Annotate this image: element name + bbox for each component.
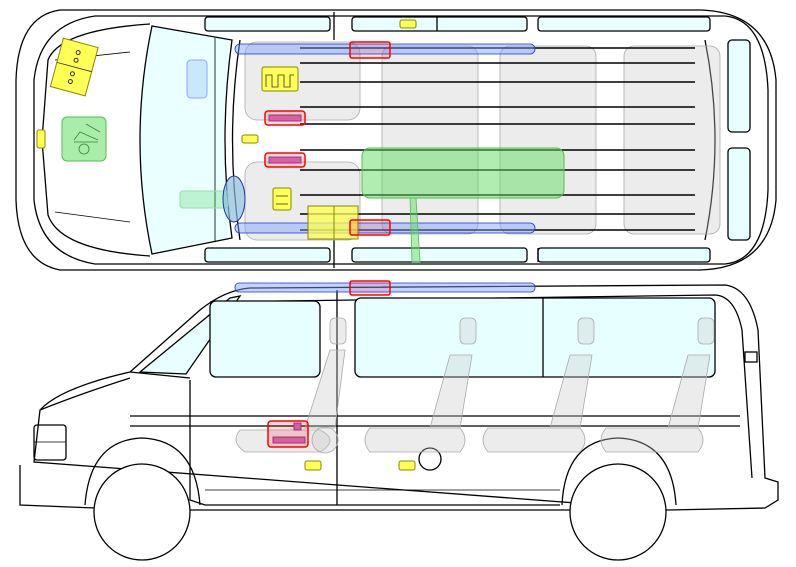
battery-fuse-module-icon xyxy=(49,37,99,97)
side-seat-row-3 xyxy=(482,354,593,453)
side-seat-row-2 xyxy=(364,354,473,453)
side-window-large xyxy=(354,297,716,378)
top-body-outline xyxy=(15,9,777,271)
engine-module-icon xyxy=(61,116,107,162)
side-body-inner xyxy=(189,294,753,506)
hood-outline xyxy=(41,23,151,257)
windshield xyxy=(139,25,233,255)
highlight-curtain-left xyxy=(349,41,391,59)
rear-window-left xyxy=(727,39,751,133)
highlight-seat-passenger xyxy=(264,152,306,168)
bench-seat-row-3 xyxy=(499,45,597,235)
side-front-seat-bolster xyxy=(311,426,339,454)
tail-light xyxy=(744,351,758,363)
bench-seat-row-2 xyxy=(381,45,479,235)
side-headrest-row-2 xyxy=(459,317,477,345)
highlight-seat-driver xyxy=(264,110,306,126)
front-seat-driver xyxy=(244,41,361,121)
hood-crease-bottom xyxy=(54,211,131,223)
side-seat-row-4 xyxy=(600,354,711,453)
steering-column xyxy=(179,190,229,209)
side-body-outline xyxy=(19,284,779,511)
top-body-inner xyxy=(33,15,769,265)
side-sensor-badge-2 xyxy=(398,460,416,471)
side-headrest-row-4 xyxy=(697,317,715,345)
rear-window-right xyxy=(727,147,751,241)
rear-wheel xyxy=(569,463,667,561)
side-view xyxy=(19,280,779,561)
side-window-bottom-1 xyxy=(204,247,331,263)
front-wheel xyxy=(93,463,191,561)
control-module-icon xyxy=(261,66,299,92)
side-window-top-3 xyxy=(537,16,711,32)
side-inflator-seat xyxy=(272,436,306,444)
side-window-top-2 xyxy=(351,16,528,32)
side-sensor-badge-1 xyxy=(304,460,322,471)
roof-rear-edge xyxy=(704,39,716,241)
side-window-bottom-2 xyxy=(351,247,528,263)
front-wheel-arch xyxy=(84,437,201,506)
sensor-badge-front xyxy=(36,129,46,149)
side-highlight-seat xyxy=(267,420,309,448)
side-window-top-1 xyxy=(204,16,331,32)
sensor-module-icon xyxy=(272,187,292,211)
inflator-seat-passenger xyxy=(268,156,302,164)
curtain-airbag-left xyxy=(234,43,536,55)
side-headrest-row-3 xyxy=(577,317,595,345)
side-curtain-airbag xyxy=(234,282,536,293)
sensor-badge-roof xyxy=(399,19,417,29)
sensor-badge-center xyxy=(241,134,259,144)
grille xyxy=(33,424,67,461)
top-view xyxy=(15,9,777,271)
rear-wheel-arch xyxy=(561,437,677,506)
hood-line xyxy=(39,371,191,411)
center-airbag-tube xyxy=(409,197,421,263)
side-inflator-seat-head xyxy=(293,422,302,431)
side-window-bottom-3 xyxy=(537,247,711,263)
bench-seat-row-4 xyxy=(623,45,721,235)
overhead-console xyxy=(186,59,208,99)
inflator-seat-driver xyxy=(268,114,302,122)
steering-wheel-airbag xyxy=(222,175,246,223)
front-door-window xyxy=(209,300,321,378)
center-airbag-module xyxy=(361,147,565,199)
highlight-curtain-right xyxy=(349,219,391,236)
fuel-cap xyxy=(418,447,442,471)
side-highlight-curtain xyxy=(349,280,391,296)
side-front-headrest xyxy=(329,317,347,345)
